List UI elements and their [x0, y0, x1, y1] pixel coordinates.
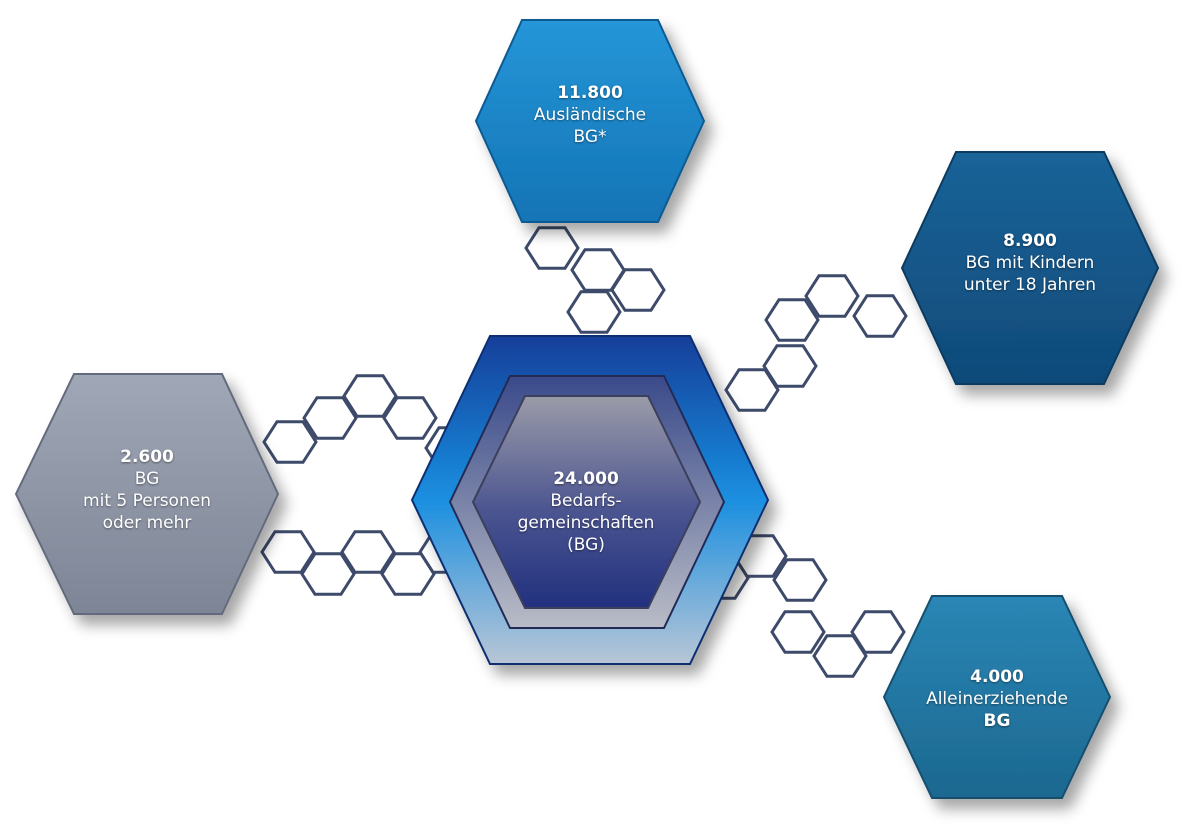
connector-hexagon: [850, 610, 906, 654]
center-hexagon-group: [410, 335, 770, 665]
bottom-right-hexagon: [882, 595, 1112, 799]
connector-hexagon: [524, 226, 580, 270]
connector-hexagon: [260, 530, 316, 574]
connector-hexagon: [770, 610, 826, 654]
connector-hexagon: [764, 298, 820, 342]
connector-hexagon: [566, 290, 622, 334]
right-hexagon: [900, 151, 1160, 385]
top-hexagon: [474, 19, 706, 223]
connector-hexagon: [852, 294, 908, 338]
connector-hexagon: [804, 274, 860, 318]
connector-hexagon: [610, 268, 666, 312]
connector-hexagon: [342, 374, 398, 418]
connector-hexagon: [340, 530, 396, 574]
connector-hexagon: [262, 420, 318, 464]
center-hexagon-inner: [471, 395, 702, 609]
connector-hexagon: [300, 552, 356, 596]
connector-hexagon: [302, 396, 358, 440]
connector-hexagon: [762, 344, 818, 388]
connector-hexagon: [772, 558, 828, 602]
left-hexagon: [14, 373, 280, 615]
connector-hexagon: [382, 396, 438, 440]
